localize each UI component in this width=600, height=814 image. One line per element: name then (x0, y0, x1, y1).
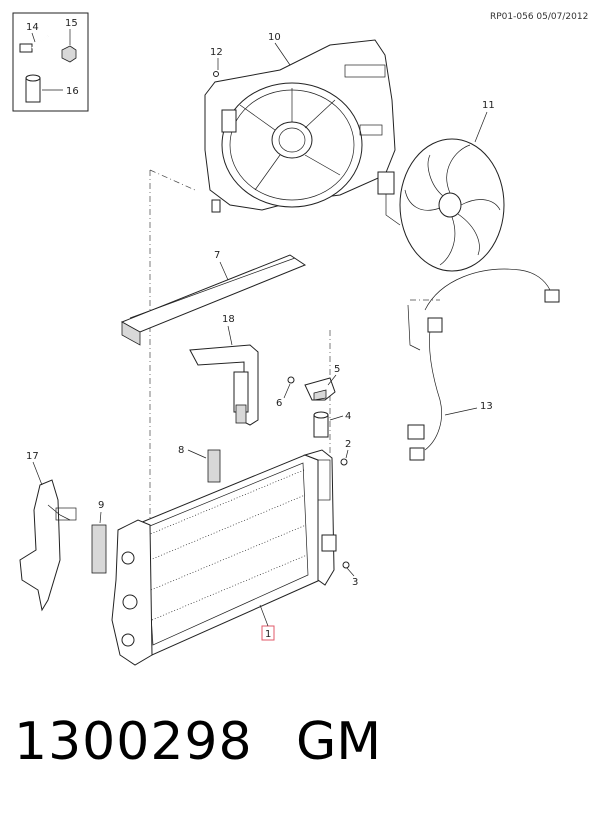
insulator-part-4 (313, 411, 329, 438)
callout-2: 2 (345, 439, 351, 450)
exploded-parts-diagram: RP01-056 05/07/2012 14 15 16 (12, 12, 588, 666)
part-number: 1300298 (14, 712, 253, 772)
callout-16: 16 (66, 86, 79, 97)
callout-11: 11 (482, 100, 495, 111)
callout-14: 14 (26, 22, 39, 33)
nut-part-15 (61, 45, 77, 63)
cooling-fan-part-11 (377, 138, 505, 272)
callout-8: 8 (178, 445, 184, 456)
spacer-part-16 (25, 74, 41, 103)
callout-18: 18 (222, 314, 235, 325)
callout-4: 4 (345, 411, 351, 422)
seal-part-9 (91, 524, 107, 574)
callout-15: 15 (65, 18, 78, 29)
callout-6: 6 (276, 398, 282, 409)
drawing-reference: RP01-056 05/07/2012 (490, 12, 588, 22)
seal-part-8 (207, 449, 221, 483)
callout-10: 10 (268, 32, 281, 43)
clip-part-3 (342, 561, 350, 569)
callout-5: 5 (334, 364, 340, 375)
bracket-part-18 (189, 344, 259, 426)
fan-shroud-part-10 (204, 39, 396, 213)
mount-part-5 (304, 377, 336, 401)
callout-17: 17 (26, 451, 39, 462)
radiator-part-1 (111, 449, 337, 666)
callout-12: 12 (210, 47, 223, 58)
callout-13: 13 (480, 401, 493, 412)
screw-part-12 (213, 71, 219, 77)
callout-3: 3 (352, 577, 358, 588)
wiring-harness-part-13 (407, 268, 560, 461)
baffle-part-17 (19, 479, 77, 612)
brand-name: GM (296, 712, 382, 772)
callout-7: 7 (214, 250, 220, 261)
bolt-part-14 (19, 35, 49, 53)
callout-1: 1 (265, 629, 271, 640)
fastener-inset: 14 15 16 (12, 12, 89, 112)
callout-9: 9 (98, 500, 104, 511)
bolt-part-6 (287, 376, 295, 384)
part-footer: 1300298 GM (14, 712, 594, 792)
screw-part-2 (340, 458, 348, 466)
air-deflector-part-7 (120, 254, 307, 346)
